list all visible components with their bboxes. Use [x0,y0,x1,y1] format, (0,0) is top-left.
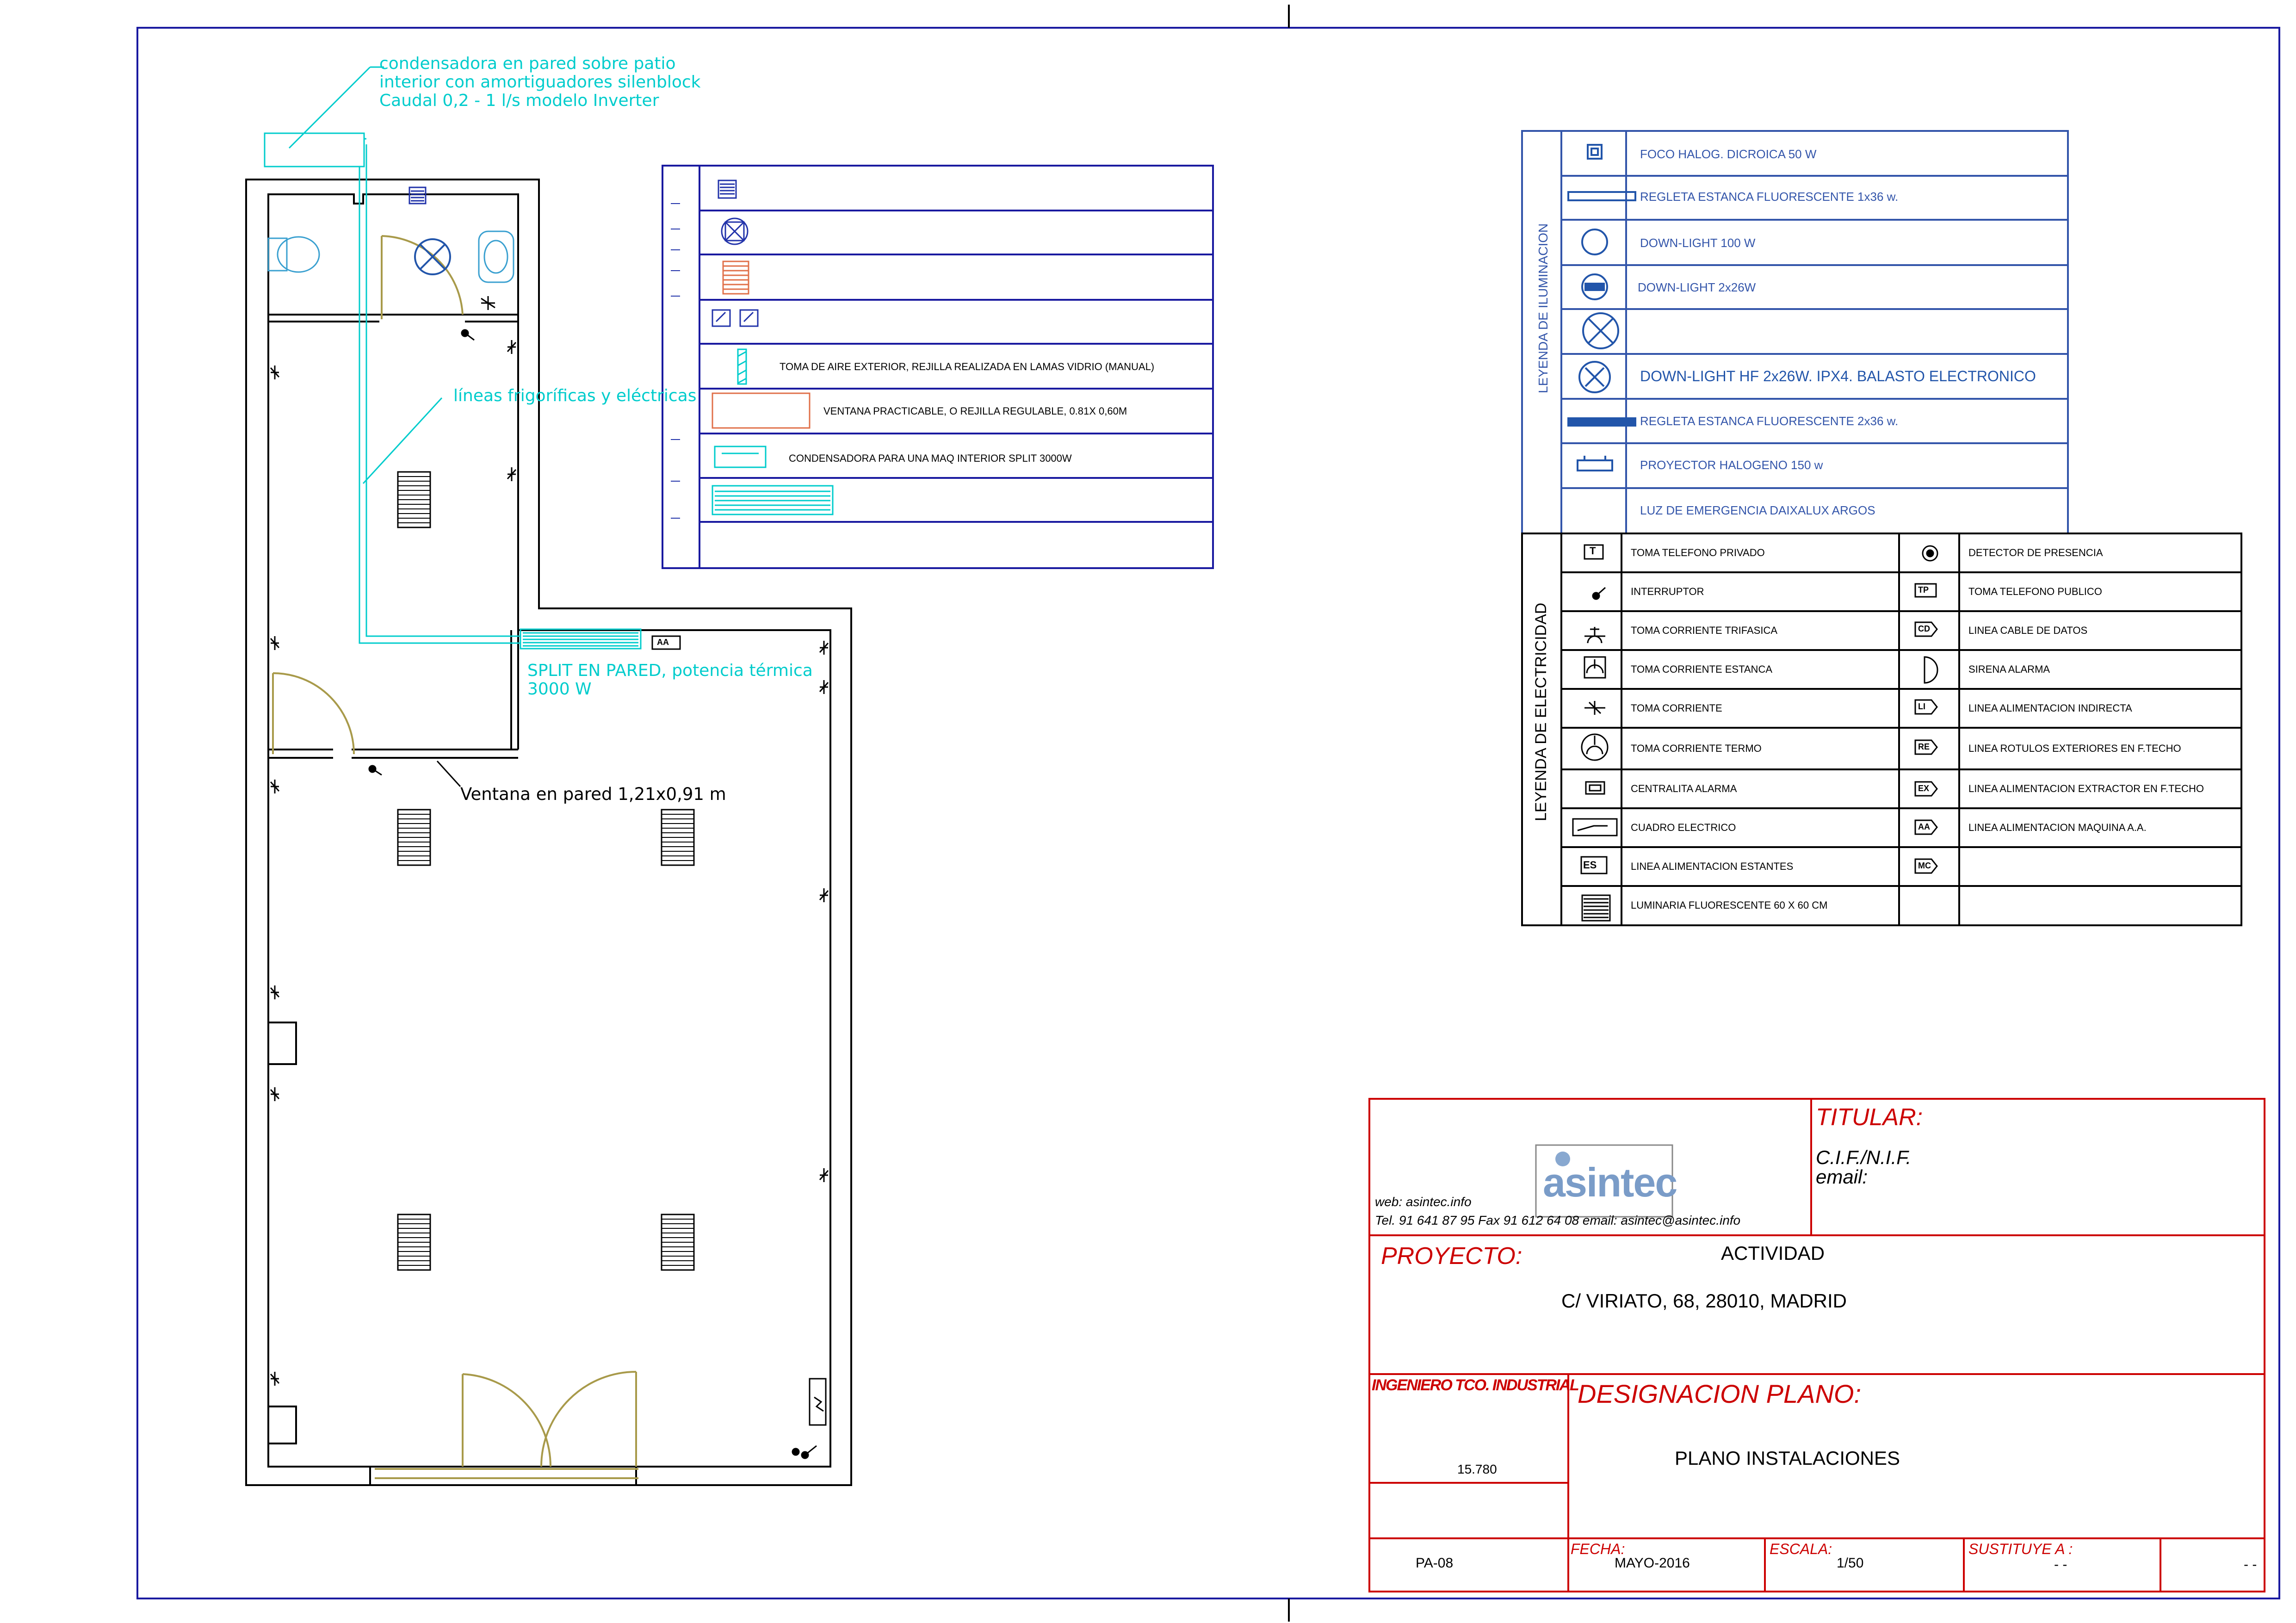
electrical-legend-icons [1572,544,1938,922]
lighting-legend-row-text: DOWN-LIGHT 100 W [1640,236,1756,250]
electrical-legend-left-text: TOMA TELEFONO PRIVADO [1631,547,1765,558]
plan-grille [408,186,427,204]
hvac-legend-row-text: CONDENSADORA PARA UNA MAQ INTERIOR SPLIT… [789,452,1072,464]
phone-outlet-icon: T [1590,545,1596,557]
extractor-power-icon: EX [1918,784,1930,793]
doors [272,235,638,1479]
sheet-border [136,27,2280,1599]
proyecto-label: PROYECTO: [1381,1243,1522,1270]
sanitary-fixtures [267,230,514,283]
electrical-legend-right-text: TOMA TELEFONO PUBLICO [1968,586,2102,597]
condenser-note-line: interior con amortiguadores silenblock [379,73,701,92]
electrical-legend-left-text: CUADRO ELECTRICO [1631,822,1736,833]
lighting-legend-icons [1567,144,1636,471]
electrical-legend-title: LEYENDA DE ELECTRICIDAD [1532,602,1550,821]
title-block-grid [1368,1098,2265,1592]
lighting-legend-title: LEYENDA DE ILUMINACION [1536,223,1550,393]
condenser-note-line: condensadora en pared sobre patio [379,54,676,73]
actividad-text: ACTIVIDAD [1721,1242,1825,1264]
split-note-line: SPLIT EN PARED, potencia térmica [527,661,813,680]
engineer-number: 15.780 [1457,1462,1497,1476]
cif-label: C.I.F./N.I.F. [1816,1146,1912,1168]
company-logo [1535,1144,1673,1218]
lighting-legend-row-text: FOCO HALOG. DICROICA 50 W [1640,147,1817,161]
electrical-legend-left-text: INTERRUPTOR [1631,586,1704,597]
electrical-legend-right-text: LINEA CABLE DE DATOS [1968,625,2088,636]
titular-label: TITULAR: [1816,1104,1923,1131]
designacion-label: DESIGNACION PLANO: [1578,1379,1862,1408]
electrical-legend-left-text: LINEA ALIMENTACION ESTANTES [1631,861,1794,872]
public-phone-icon: TP [1918,585,1929,595]
plan-hvac [264,66,642,650]
lighting-legend-row-text: REGLETA ESTANCA FLUORESCENTE 1x36 w. [1640,190,1899,204]
electrical-legend-left-text: TOMA CORRIENTE TERMO [1631,743,1762,754]
mc-line-icon: MC [1918,861,1931,870]
engineer-label: INGENIERO TCO. INDUSTRIAL [1372,1376,1579,1394]
electrical-legend-right-text: LINEA ALIMENTACION EXTRACTOR EN F.TECHO [1968,783,2204,794]
split-note: SPLIT EN PARED, potencia térmica 3000 W [527,662,813,699]
company-web: web: asintec.info [1375,1195,1472,1209]
company-logo-text: asintec [1543,1159,1677,1205]
floor-plan [245,179,852,1486]
escala-value: 1/50 [1837,1555,1864,1571]
shelf-power-icon: ES [1583,859,1597,871]
lighting-legend-row-text: DOWN-LIGHT HF 2x26W. IPX4. BALASTO ELECT… [1640,368,2036,384]
sustituye-label: SUSTITUYE A : [1968,1541,2073,1557]
hvac-legend-row-text: VENTANA PRACTICABLE, O REJILLA REGULABLE… [823,405,1127,417]
electrical-legend-left-text: TOMA CORRIENTE ESTANCA [1631,663,1773,675]
project-address: C/ VIRIATO, 68, 28010, MADRID [1561,1290,1847,1312]
condenser-note-line: Caudal 0,2 - 1 l/s modelo Inverter [379,91,659,110]
lighting-legend-row-text: REGLETA ESTANCA FLUORESCENTE 2x36 w. [1640,414,1899,428]
lighting-legend-row-text: DOWN-LIGHT 2x26W [1638,280,1756,294]
hvac-legend-grid [662,165,1214,569]
hvac-legend-row-text: TOMA DE AIRE EXTERIOR, REJILLA REALIZADA… [780,361,1155,372]
split-tag: AA [657,638,669,647]
plan-fluorescent-panels [397,471,695,1271]
electrical-legend-right-text: DETECTOR DE PRESENCIA [1968,547,2103,558]
fecha-label: FECHA: [1571,1541,1625,1557]
refrigerant-lines-note: líneas frigoríficas y eléctricas [453,386,697,405]
lighting-legend-grid [1521,130,2069,534]
electrical-legend-grid [1521,533,2242,926]
indirect-power-icon: LI [1918,702,1925,711]
sustituye-value: - - [2054,1557,2067,1572]
plan-switches [368,329,817,1459]
plan-fluorescent-hatch [398,476,694,1266]
escala-label: ESCALA: [1770,1541,1832,1557]
email-label: email: [1816,1166,1868,1188]
condenser-note: condensadora en pared sobre patio interi… [379,55,701,110]
plano-title: PLANO INSTALACIONES [1675,1447,1900,1469]
ac-power-icon: AA [1918,822,1930,831]
electrical-legend-left-text: LUMINARIA FLUORESCENTE 60 X 60 CM [1631,899,1828,911]
hvac-legend-icons [712,180,834,515]
electrical-legend-right-text: SIRENA ALARMA [1968,663,2050,675]
sign-power-icon: RE [1918,742,1930,751]
plano-code: PA-08 [1416,1555,1454,1571]
lighting-legend-row-text: LUZ DE EMERGENCIA DAIXALUX ARGOS [1640,503,1875,517]
plan-window-callout [436,760,461,787]
plan-electrical-panel [809,1378,827,1426]
fecha-value: MAYO-2016 [1615,1555,1690,1571]
lighting-legend-row-text: PROYECTOR HALOGENO 150 w [1640,458,1823,472]
split-note-line: 3000 W [527,680,592,699]
data-cable-icon: CD [1918,624,1930,633]
electrical-legend-right-text: LINEA ALIMENTACION MAQUINA A.A. [1968,822,2147,833]
electrical-legend-left-text: CENTRALITA ALARMA [1631,783,1737,794]
electrical-legend-left-text: TOMA CORRIENTE [1631,702,1722,714]
company-contacts: Tel. 91 641 87 95 Fax 91 612 64 08 email… [1375,1213,1741,1227]
hvac-legend-tickmarks [671,203,680,519]
sustituye-dash: - - [2244,1557,2257,1572]
plan-light-cross [414,238,451,275]
electrical-legend-left-text: TOMA CORRIENTE TRIFASICA [1631,625,1778,636]
plan-split-tag-box [651,635,681,650]
plan-outlets [270,296,829,1386]
electrical-legend-right-text: LINEA ROTULOS EXTERIORES EN F.TECHO [1968,743,2181,754]
window-note: Ventana en pared 1,21x0,91 m [460,784,726,804]
electrical-legend-right-text: LINEA ALIMENTACION INDIRECTA [1968,702,2132,714]
